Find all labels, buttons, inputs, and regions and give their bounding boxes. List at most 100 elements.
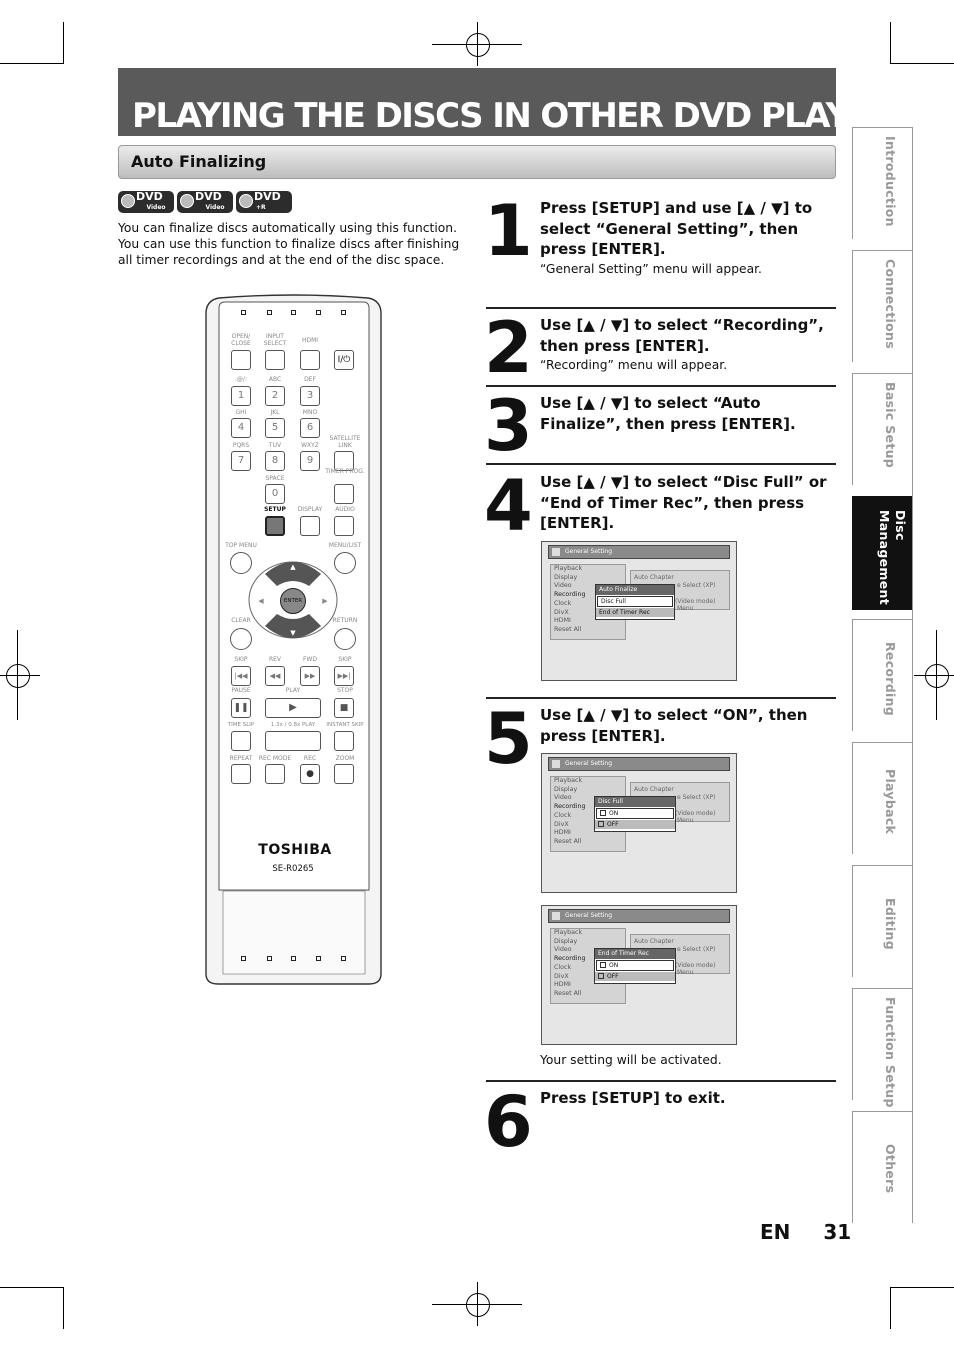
open-close-button[interactable]: [231, 350, 251, 370]
crop-mark: [890, 1287, 891, 1329]
crop-mark: [0, 63, 64, 64]
skip-fwd-button[interactable]: ▶▶|: [334, 666, 354, 686]
rec-label: REC: [303, 755, 317, 762]
menu-item[interactable]: Video: [554, 794, 572, 802]
menu-item[interactable]: DivX: [554, 820, 569, 828]
submenu-item: Menu: [677, 605, 694, 612]
skip-back-button[interactable]: |◀◀: [231, 666, 251, 686]
tab-others[interactable]: Others: [852, 1111, 912, 1223]
menu-item[interactable]: Playback: [554, 777, 583, 784]
setup-button[interactable]: [265, 516, 285, 536]
menu-item[interactable]: Reset All: [554, 837, 582, 845]
clear-button[interactable]: [230, 628, 252, 650]
power-button[interactable]: I/⏻: [334, 350, 354, 370]
step-4-text: Use [▲ / ▼] to select “Disc Full” or “En…: [540, 473, 827, 532]
input-select-button[interactable]: [265, 350, 285, 370]
return-button[interactable]: [334, 628, 356, 650]
menu-item[interactable]: DivX: [554, 608, 569, 616]
rec-button[interactable]: ●: [300, 764, 320, 784]
stop-button[interactable]: ■: [334, 698, 354, 718]
tab-recording[interactable]: Recording: [852, 619, 912, 731]
down-arrow-icon[interactable]: ▼: [290, 629, 296, 637]
popup-option[interactable]: ON: [596, 960, 674, 971]
menu-item[interactable]: Clock: [554, 811, 572, 819]
audio-button[interactable]: [334, 516, 354, 536]
model-number: SE-R0265: [272, 864, 314, 874]
display-button[interactable]: [300, 516, 320, 536]
enter-button[interactable]: [280, 588, 306, 614]
instant-skip-button[interactable]: [334, 731, 354, 751]
pause-button[interactable]: ❚❚: [231, 698, 251, 718]
menu-item[interactable]: Display: [554, 785, 578, 793]
digit-7-button[interactable]: 7: [231, 451, 251, 471]
popup-option[interactable]: ON: [596, 808, 674, 819]
indicator-dot: [267, 310, 272, 315]
timer-prog-button[interactable]: [334, 484, 354, 504]
popup-option[interactable]: Disc Full: [597, 596, 673, 607]
menu-item[interactable]: Recording: [554, 955, 586, 963]
satellite-link-button[interactable]: [334, 451, 354, 471]
left-arrow-icon[interactable]: ◀: [258, 597, 264, 605]
menu-item[interactable]: Video: [554, 582, 572, 590]
up-arrow-icon[interactable]: ▲: [290, 563, 296, 571]
popup-option-label: OFF: [607, 973, 619, 980]
popup-option[interactable]: End of Timer Rec: [596, 608, 674, 617]
digit-3-button[interactable]: 3: [300, 386, 320, 406]
menu-item[interactable]: HDMI: [554, 829, 571, 837]
remote-control: OPEN/ CLOSE INPUT SELECT HDMI I/⏻ .@/: A…: [205, 294, 382, 986]
menu-item[interactable]: Reset All: [554, 989, 582, 997]
tab-introduction[interactable]: Introduction: [852, 127, 912, 239]
popup-option[interactable]: OFF: [595, 972, 675, 981]
popup-option[interactable]: OFF: [595, 820, 675, 829]
tab-function-setup[interactable]: Function Setup: [852, 988, 912, 1108]
fwd-button[interactable]: ▶▶: [300, 666, 320, 686]
time-slip-button[interactable]: [231, 731, 251, 751]
popup-option-label: ON: [609, 962, 619, 969]
digit-2-button[interactable]: 2: [265, 386, 285, 406]
top-menu-button[interactable]: [230, 552, 252, 574]
menu-item[interactable]: Reset All: [554, 625, 582, 633]
digit-5-button[interactable]: 5: [265, 418, 285, 438]
tab-disc-management[interactable]: Disc Management: [852, 496, 912, 610]
digit-8-button[interactable]: 8: [265, 451, 285, 471]
repeat-button[interactable]: [231, 764, 251, 784]
menu-item[interactable]: Playback: [554, 929, 583, 936]
digit-6-button[interactable]: 6: [300, 418, 320, 438]
digit-9-button[interactable]: 9: [300, 451, 320, 471]
zoom-button[interactable]: [334, 764, 354, 784]
menu-item[interactable]: Clock: [554, 963, 572, 971]
menu-item[interactable]: HDMI: [554, 981, 571, 989]
hdmi-button[interactable]: [300, 350, 320, 370]
menu-item[interactable]: Recording: [554, 803, 586, 811]
digit-1-button[interactable]: 1: [231, 386, 251, 406]
menu-list-button[interactable]: [334, 552, 356, 574]
tab-connections[interactable]: Connections: [852, 250, 912, 362]
speed-play-button[interactable]: [265, 731, 321, 751]
right-arrow-icon[interactable]: ▶: [322, 597, 328, 605]
menu-item[interactable]: Display: [554, 573, 578, 581]
step-1-text: Press [SETUP] and use [▲ / ▼] to select …: [540, 199, 813, 258]
rec-mode-button[interactable]: [265, 764, 285, 784]
digit-0-button[interactable]: 0: [265, 484, 285, 504]
section-header: Auto Finalizing: [118, 145, 836, 179]
menu-item[interactable]: Video: [554, 946, 572, 954]
play-label: PLAY: [285, 687, 301, 694]
tab-basic-setup[interactable]: Basic Setup: [852, 373, 912, 485]
step-5-note: Your setting will be activated.: [540, 1053, 722, 1067]
zoom-label: ZOOM: [335, 755, 355, 762]
menu-item[interactable]: Playback: [554, 565, 583, 572]
menu-item[interactable]: Recording: [554, 591, 586, 599]
play-button[interactable]: ▶: [265, 698, 321, 718]
auto-finalize-popup: Auto Finalize Disc Full End of Timer Rec: [595, 584, 675, 620]
digit-4-button[interactable]: 4: [231, 418, 251, 438]
tab-playback[interactable]: Playback: [852, 742, 912, 854]
menu-item[interactable]: Clock: [554, 599, 572, 607]
dvd-rw-badge: DVD Video Mode: [118, 191, 174, 221]
tab-editing[interactable]: Editing: [852, 865, 912, 977]
display-label: DISPLAY: [297, 506, 323, 513]
popup-title: Auto Finalize: [596, 585, 674, 595]
rev-button[interactable]: ◀◀: [265, 666, 285, 686]
menu-item[interactable]: Display: [554, 937, 578, 945]
menu-item[interactable]: DivX: [554, 972, 569, 980]
menu-item[interactable]: HDMI: [554, 617, 571, 625]
